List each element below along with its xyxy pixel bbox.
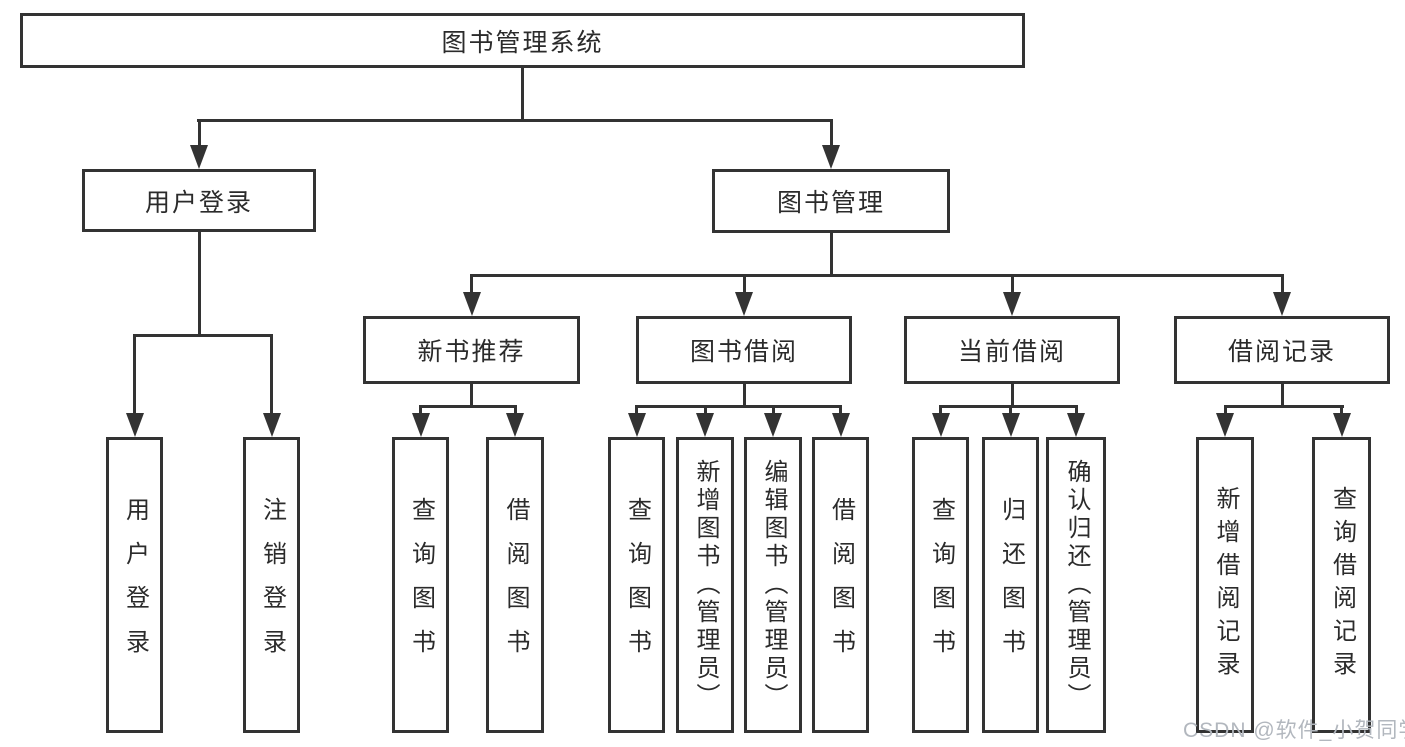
arrow-to-borrow-records xyxy=(1280,274,1284,292)
leaf-newbooks-borrow-label: 借阅图书 xyxy=(502,497,529,673)
connector-newbooks-bus xyxy=(419,405,517,408)
leaf-records-query: 查询借阅记录 xyxy=(1312,437,1371,733)
arrow-to-user-login xyxy=(197,119,201,145)
node-book-management-label: 图书管理 xyxy=(776,189,885,217)
leaf-current-return: 归还图书 xyxy=(982,437,1039,733)
connector-user-leaves-bus xyxy=(133,334,273,337)
leaf-records-add-label: 新增借阅记录 xyxy=(1212,486,1239,684)
leaf-records-query-label: 查询借阅记录 xyxy=(1328,486,1356,684)
arrow-to-leaf-current-confirm xyxy=(1074,405,1078,413)
leaf-borrow-add-admin-label: 新增图书（管理员） xyxy=(692,459,719,711)
node-current-borrow-label: 当前借阅 xyxy=(957,338,1066,366)
leaf-borrow-edit-admin-label: 编辑图书（管理员） xyxy=(760,459,787,711)
connector-borrow-bus xyxy=(635,405,842,408)
leaf-user-login: 用户登录 xyxy=(106,437,163,733)
leaf-logout: 注销登录 xyxy=(243,437,300,733)
connector-root-stub xyxy=(521,68,524,119)
connector-records-bus xyxy=(1223,405,1344,408)
connector-level3-bus xyxy=(470,274,1284,277)
node-borrow-records-label: 借阅记录 xyxy=(1227,338,1336,366)
node-root-library-system: 图书管理系统 xyxy=(20,13,1025,68)
leaf-newbooks-query: 查询图书 xyxy=(392,437,449,733)
arrow-to-leaf-records-query xyxy=(1340,405,1343,413)
arrow-to-leaf-newbooks-borrow xyxy=(513,405,517,413)
node-user-login: 用户登录 xyxy=(82,169,316,232)
arrow-to-leaf-borrow-add xyxy=(703,405,707,413)
leaf-borrow-query: 查询图书 xyxy=(608,437,665,733)
arrow-to-leaf-borrow-borrow xyxy=(839,405,842,413)
arrow-to-leaf-borrow-edit xyxy=(771,405,775,413)
node-book-management: 图书管理 xyxy=(712,169,950,233)
arrow-to-leaf-records-add xyxy=(1223,405,1227,413)
connector-records-stub xyxy=(1280,384,1284,405)
arrow-to-leaf-borrow-query xyxy=(635,405,638,413)
connector-level2-bus xyxy=(197,119,833,122)
arrow-to-new-book-recommend xyxy=(470,274,473,292)
leaf-user-login-label: 用户登录 xyxy=(121,497,149,673)
arrow-to-leaf-current-query xyxy=(939,405,942,413)
leaf-current-return-label: 归还图书 xyxy=(997,497,1025,673)
leaf-newbooks-query-label: 查询图书 xyxy=(407,497,435,673)
node-root-label: 图书管理系统 xyxy=(441,28,604,57)
arrow-to-leaf-newbooks-query xyxy=(419,405,422,413)
leaf-borrow-add-admin: 新增图书（管理员） xyxy=(676,437,734,733)
arrow-to-book-management xyxy=(829,119,833,145)
leaf-current-confirm-admin-label: 确认归还（管理员） xyxy=(1063,459,1090,711)
arrow-to-leaf-current-return xyxy=(1009,405,1012,413)
connector-book-mgmt-stub xyxy=(829,233,833,274)
node-book-borrow-label: 图书借阅 xyxy=(689,338,798,366)
leaf-records-add: 新增借阅记录 xyxy=(1196,437,1254,733)
connector-current-stub xyxy=(1010,384,1014,405)
leaf-current-query-label: 查询图书 xyxy=(927,497,955,673)
node-current-borrow: 当前借阅 xyxy=(904,316,1120,384)
csdn-watermark: CSDN @软件_小贺同学 xyxy=(1183,719,1405,742)
leaf-borrow-edit-admin: 编辑图书（管理员） xyxy=(744,437,802,733)
node-borrow-records: 借阅记录 xyxy=(1174,316,1390,384)
connector-user-login-stub xyxy=(197,232,201,334)
node-new-book-recommend: 新书推荐 xyxy=(363,316,580,384)
connector-borrow-stub xyxy=(742,384,746,405)
connector-newbooks-stub xyxy=(470,384,473,405)
leaf-current-confirm-admin: 确认归还（管理员） xyxy=(1046,437,1106,733)
leaf-logout-label: 注销登录 xyxy=(258,497,286,673)
arrow-to-current-borrow xyxy=(1010,274,1014,292)
arrow-to-leaf-logout xyxy=(270,334,273,413)
leaf-borrow-query-label: 查询图书 xyxy=(623,497,651,673)
arrow-to-leaf-user-login xyxy=(133,334,136,413)
arrow-to-book-borrow xyxy=(742,274,746,292)
leaf-newbooks-borrow: 借阅图书 xyxy=(486,437,544,733)
node-user-login-label: 用户登录 xyxy=(144,188,253,217)
node-new-book-recommend-label: 新书推荐 xyxy=(417,338,526,366)
leaf-borrow-borrow: 借阅图书 xyxy=(812,437,869,733)
leaf-current-query: 查询图书 xyxy=(912,437,969,733)
node-book-borrow: 图书借阅 xyxy=(636,316,852,384)
leaf-borrow-borrow-label: 借阅图书 xyxy=(827,497,855,673)
